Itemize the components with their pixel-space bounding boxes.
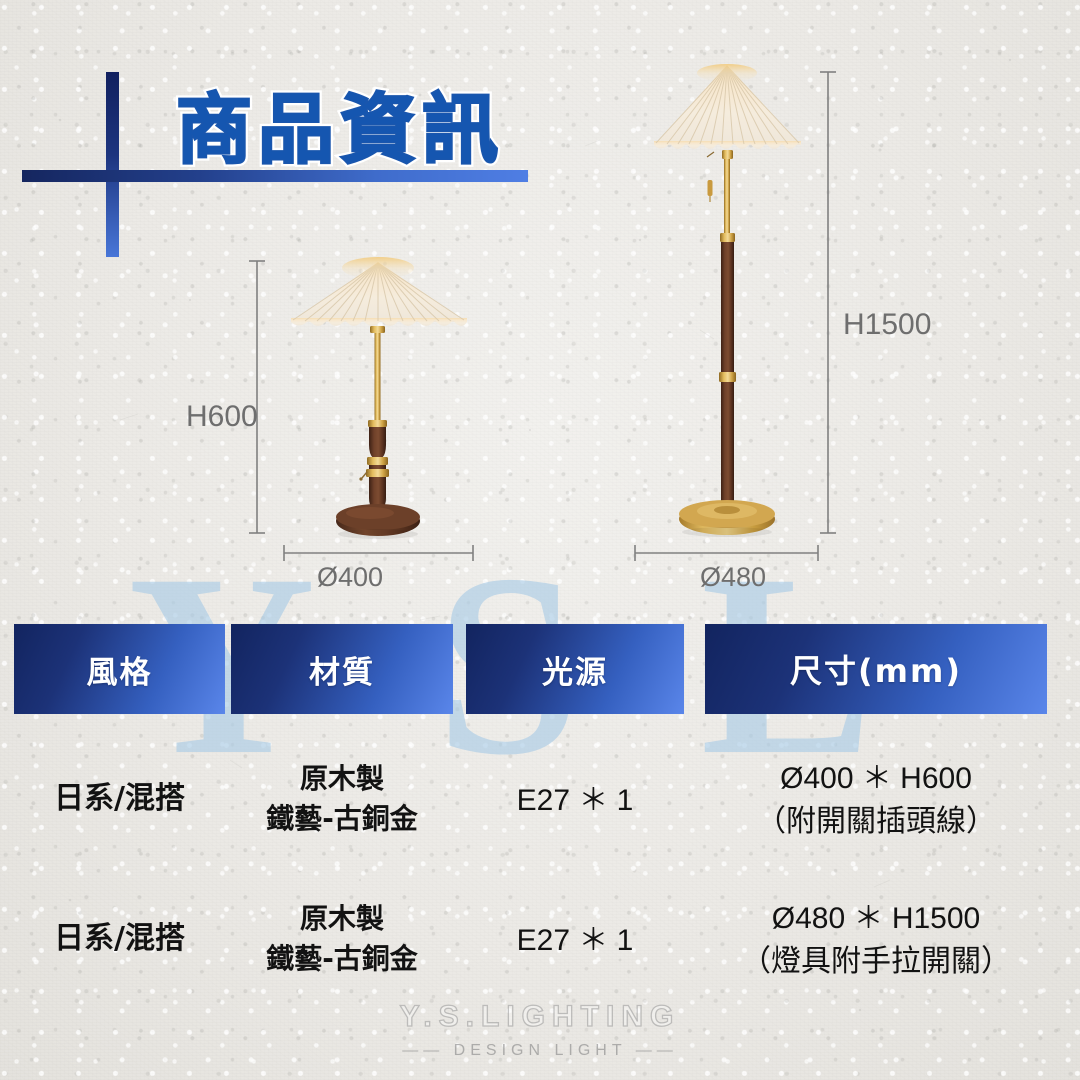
- column-header-style: 風格: [14, 624, 225, 714]
- cell-light-source: E27 ＊ 1: [516, 924, 634, 957]
- column-header-dimensions-label: 尺寸(mm): [790, 652, 962, 690]
- table-lamp-diameter-label: Ø400: [317, 562, 384, 592]
- cell-dimensions: Ø400 ＊ H600 （附開關插頭線）: [705, 758, 1047, 843]
- brand-tagline: —— DESIGN LIGHT ——: [402, 1042, 678, 1059]
- dimension-lines: [249, 71, 836, 561]
- cell-material-line-2: 鐵藝-古銅金: [266, 801, 418, 835]
- floor-lamp-diameter-label: Ø480: [700, 562, 767, 592]
- column-header-light-source-label: 光源: [542, 654, 608, 691]
- cell-dimensions-line-2: （附開關插頭線）: [756, 804, 996, 838]
- table-row: 日系/混搭 原木製 鐵藝-古銅金 E27 ＊ 1 Ø400 ＊ H600 （附開…: [0, 755, 1080, 865]
- brand-name: Y.S.LIGHTING: [399, 999, 681, 1033]
- cell-style: 日系/混搭: [54, 781, 185, 816]
- cell-material-line-1: 原木製: [299, 902, 384, 935]
- column-header-dimensions: 尺寸(mm): [705, 624, 1047, 714]
- column-header-light-source: 光源: [466, 624, 684, 714]
- table-lamp-height-label: H600: [186, 400, 258, 433]
- cell-material-line-2: 鐵藝-古銅金: [266, 941, 418, 975]
- column-header-material: 材質: [231, 624, 453, 714]
- cell-material: 原木製 鐵藝-古銅金: [231, 759, 453, 839]
- cell-style: 日系/混搭: [54, 921, 185, 956]
- table-row: 日系/混搭 原木製 鐵藝-古銅金 E27 ＊ 1 Ø480 ＊ H1500 （燈…: [0, 895, 1080, 1005]
- footer-logo: Y.S.LIGHTING —— DESIGN LIGHT ——: [0, 999, 1080, 1060]
- cell-dimensions-line-2: （燈具附手拉開關）: [741, 944, 1011, 978]
- column-header-material-label: 材質: [309, 654, 375, 691]
- cell-dimensions-line-1: Ø480 ＊ H1500: [771, 902, 981, 935]
- cell-material-line-1: 原木製: [299, 762, 384, 795]
- cell-material: 原木製 鐵藝-古銅金: [231, 899, 453, 979]
- title-cross-horizontal-bar: [22, 170, 528, 182]
- cell-dimensions-line-1: Ø400 ＊ H600: [780, 762, 972, 795]
- spec-table-header-row: 風格 材質 光源 尺寸(mm): [0, 624, 1080, 714]
- page-title: 商品資訊: [175, 84, 504, 176]
- floor-lamp-height-label: H1500: [843, 308, 932, 341]
- title-cross-vertical-bar: [106, 72, 119, 257]
- cell-dimensions: Ø480 ＊ H1500 （燈具附手拉開關）: [705, 898, 1047, 983]
- page-title-outline: 商品資訊: [173, 82, 504, 178]
- floor-lamp-illustration: [654, 64, 801, 537]
- table-lamp-illustration: [291, 257, 467, 539]
- product-illustrations: [249, 64, 836, 561]
- cell-light-source: E27 ＊ 1: [516, 784, 634, 817]
- column-header-style-label: 風格: [86, 654, 153, 691]
